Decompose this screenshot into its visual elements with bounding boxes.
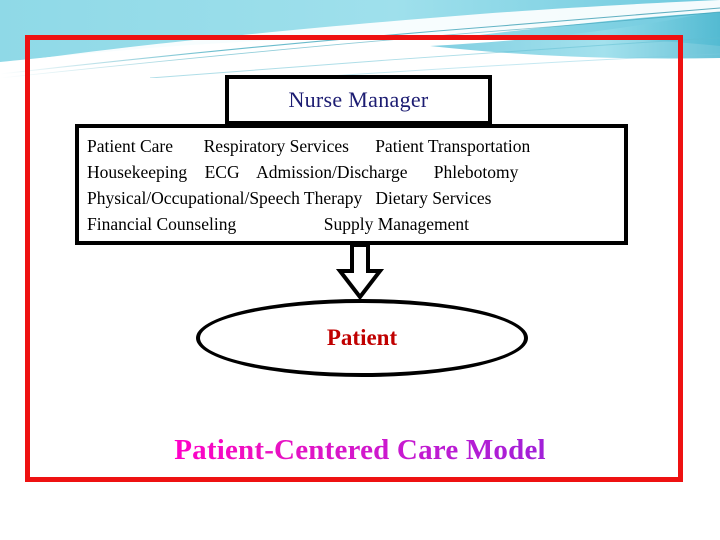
model-caption-text: Patient-Centered Care Model	[174, 434, 546, 466]
down-arrow-icon	[332, 243, 388, 301]
services-line: Financial Counseling Supply Management	[87, 214, 470, 234]
nurse-manager-box: Nurse Manager	[225, 75, 492, 125]
patient-ellipse: Patient	[196, 299, 528, 377]
services-line: Patient Care Respiratory Services Patien…	[87, 136, 531, 156]
red-border-frame	[25, 35, 683, 482]
services-box: Patient Care Respiratory Services Patien…	[75, 124, 628, 245]
services-line: Physical/Occupational/Speech Therapy Die…	[87, 188, 492, 208]
patient-label: Patient	[326, 325, 398, 350]
arrow-shape	[335, 243, 385, 301]
services-line: Housekeeping ECG Admission/Discharge Phl…	[87, 162, 519, 182]
nurse-manager-label: Nurse Manager	[288, 87, 429, 112]
model-caption: Patient-Centered Care Model	[0, 434, 720, 467]
